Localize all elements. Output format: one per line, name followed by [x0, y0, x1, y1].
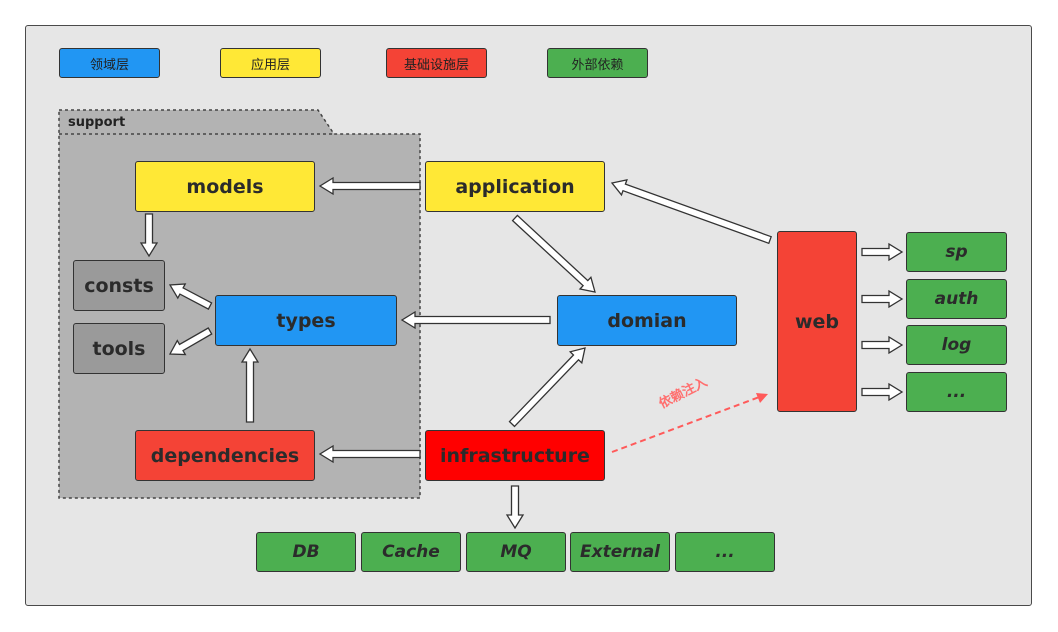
legend-domain-layer: 领域层	[59, 48, 160, 78]
legend-application-layer: 应用层	[220, 48, 321, 78]
infra-dep-cache: Cache	[361, 532, 461, 572]
node-consts: consts	[73, 260, 165, 311]
node-types: types	[215, 295, 397, 346]
node-infrastructure: infrastructure	[425, 430, 605, 481]
arrow-infrastructure-to-external	[505, 485, 525, 530]
web-dep-sp: sp	[906, 232, 1007, 272]
infra-dep-more: ...	[675, 532, 775, 572]
arrow-web-to-sp	[861, 242, 904, 262]
arrow-models-to-consts	[139, 213, 159, 258]
web-dep-auth: auth	[906, 279, 1007, 319]
arrow-domian-to-types	[400, 310, 551, 330]
web-dep-more: ...	[906, 372, 1007, 412]
arrow-types-to-tools	[168, 327, 213, 356]
node-tools: tools	[73, 323, 165, 374]
infra-dep-external: External	[570, 532, 670, 572]
legend-infrastructure-layer: 基础设施层	[386, 48, 487, 78]
arrow-web-to-auth	[861, 289, 904, 309]
arrow-application-to-models	[318, 176, 421, 196]
infra-dep-mq: MQ	[466, 532, 566, 572]
support-label: support	[68, 115, 126, 130]
arrow-web-to-application	[610, 179, 773, 245]
injection-arrow-head	[756, 393, 768, 403]
node-domian: domian	[557, 295, 737, 346]
web-dep-log: log	[906, 325, 1007, 365]
infra-dep-db: DB	[256, 532, 356, 572]
arrow-application-to-domian	[511, 214, 596, 293]
arrow-dependencies-to-types	[240, 347, 260, 423]
node-web: web	[777, 231, 857, 412]
injection-arrow	[611, 395, 763, 453]
arrow-web-to-log	[861, 335, 904, 355]
arrow-web-to-more	[861, 382, 904, 402]
arrow-infrastructure-to-domian	[508, 347, 586, 428]
arrow-types-to-consts	[168, 283, 213, 310]
node-dependencies: dependencies	[135, 430, 315, 481]
arrow-infrastructure-to-dependencies	[318, 444, 421, 464]
legend-external-deps: 外部依赖	[547, 48, 648, 78]
node-application: application	[425, 161, 605, 212]
node-models: models	[135, 161, 315, 212]
